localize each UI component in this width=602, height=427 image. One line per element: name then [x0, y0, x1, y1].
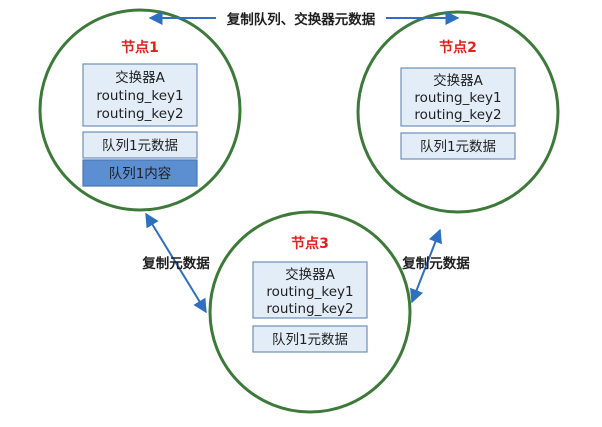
node-3-exchange-name: 交换器A	[285, 266, 335, 283]
node-2-queue-meta-box	[400, 132, 516, 160]
node-3-title: 节点3	[291, 235, 329, 252]
node-3: 节点3 交换器A routing_key1 routing_key2 队列1元数…	[252, 235, 368, 353]
node-1-exchange-box	[82, 63, 198, 127]
node-1-queue-content: 队列1内容	[109, 165, 172, 182]
node-2-title: 节点2	[439, 39, 477, 56]
node-1-routing-key2: routing_key2	[96, 106, 183, 122]
node-2-queue-meta: 队列1元数据	[420, 139, 496, 155]
node-2-exchange-name: 交换器A	[433, 72, 483, 89]
edge-label-top-bg	[216, 8, 386, 28]
node-1-queue-meta-box	[82, 131, 198, 159]
node-2-routing-key1: routing_key1	[414, 90, 501, 106]
edge-label-left: 复制元数据	[141, 255, 210, 272]
node-3-queue-meta: 队列1元数据	[272, 332, 348, 348]
node-2-exchange-box	[400, 67, 516, 127]
edge-label-top: 复制队列、交换器元数据	[226, 11, 376, 28]
arrow-node2-node3	[410, 228, 442, 304]
node-1-routing-key1: routing_key1	[96, 88, 183, 104]
arrow-node1-node3	[145, 212, 207, 314]
node-2: 节点2 交换器A routing_key1 routing_key2 队列1元数…	[400, 39, 516, 160]
node-1-queue-content-box	[82, 159, 198, 187]
node-2-routing-key2: routing_key2	[414, 107, 501, 123]
node-1-title: 节点1	[121, 39, 159, 56]
node-3-routing-key1: routing_key1	[266, 284, 353, 300]
node-3-exchange-box	[252, 261, 368, 319]
node-1-queue-meta: 队列1元数据	[102, 138, 178, 154]
node-3-queue-meta-box	[252, 325, 368, 353]
node-1: 节点1 交换器A routing_key1 routing_key2 队列1元数…	[82, 39, 198, 187]
node-3-routing-key2: routing_key2	[266, 301, 353, 317]
node-1-exchange-name: 交换器A	[115, 69, 165, 86]
edge-label-right: 复制元数据	[401, 255, 470, 272]
